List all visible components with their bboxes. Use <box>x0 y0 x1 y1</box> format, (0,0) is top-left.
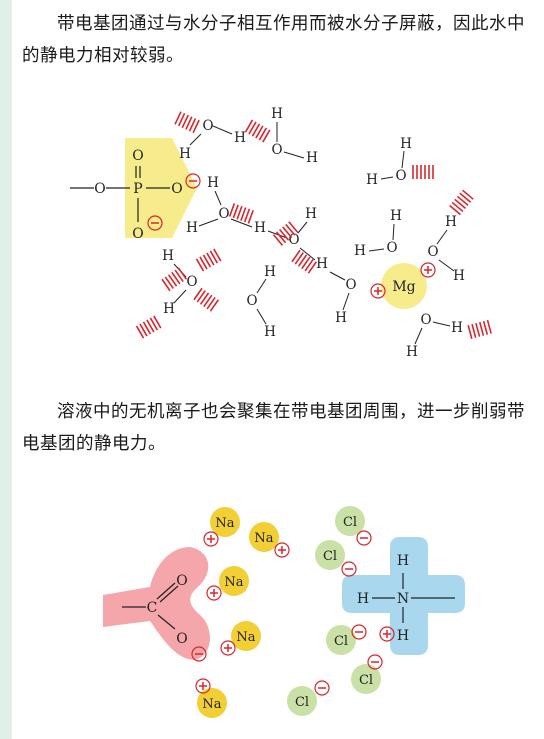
svg-text:O: O <box>271 142 282 158</box>
paragraph-ion-shielding: 溶液中的无机离子也会聚集在带电基团周围，进一步削弱带电基团的静电力。 <box>22 402 525 454</box>
phosphate-oxygen-bottom: O <box>132 226 143 242</box>
svg-text:Na: Na <box>236 630 255 645</box>
svg-text:O: O <box>218 206 229 222</box>
magnesium-label: Mg <box>392 279 415 295</box>
carboxyl-negative-charge <box>191 646 207 662</box>
carbon-atom: C <box>147 600 158 616</box>
mg-positive-charge-left <box>370 283 386 299</box>
ammonium-hydrogen-bottom: H <box>397 628 409 644</box>
svg-text:H: H <box>400 136 412 152</box>
ammonium-group-highlight <box>342 537 465 655</box>
svg-text:O: O <box>202 118 213 134</box>
svg-text:H: H <box>451 320 463 336</box>
svg-text:H: H <box>316 256 328 272</box>
svg-text:Na: Na <box>254 531 273 546</box>
svg-text:H: H <box>445 214 457 230</box>
page-margin-stripe <box>0 0 12 739</box>
sodium-ion-2: Na <box>249 522 290 558</box>
svg-text:Na: Na <box>202 697 221 712</box>
chloride-ion-1: Cl <box>335 506 372 546</box>
svg-text:H: H <box>163 301 175 317</box>
carboxyl-bonds <box>122 582 179 630</box>
sodium-ion-4: Na <box>220 621 261 656</box>
ion-shielding-figure: C O O H N H H Na Na <box>103 506 465 718</box>
mg-positive-charge-top <box>420 262 436 278</box>
chloride-ion-5: Cl <box>287 680 330 716</box>
sodium-ion-3: Na <box>206 566 249 601</box>
sodium-ion-5: Na <box>195 678 227 718</box>
ammonium-hydrogen-top: H <box>397 553 409 569</box>
svg-text:Cl: Cl <box>295 695 309 710</box>
svg-text:O: O <box>420 312 431 328</box>
svg-text:H: H <box>306 150 318 166</box>
chloride-ion-2: Cl <box>315 540 357 577</box>
svg-text:Cl: Cl <box>359 673 373 688</box>
carboxyl-oxygen-top: O <box>176 573 187 589</box>
paragraph-water-shielding: 带电基团通过与水分子相互作用而被水分子屏蔽，因此水中的静电力相对较弱。 <box>22 14 525 66</box>
phosphate-oxygen-top: O <box>132 148 143 164</box>
ester-oxygen: O <box>94 181 105 197</box>
ammonium-bonds <box>372 573 455 623</box>
svg-text:O: O <box>186 274 197 290</box>
chloride-ion-4: Cl <box>351 654 383 694</box>
ammonium-hydrogen-left: H <box>357 591 369 607</box>
svg-text:H: H <box>162 248 174 264</box>
ammonium-positive-charge <box>379 626 395 642</box>
svg-text:H: H <box>354 243 366 259</box>
magnesium-ion <box>381 263 427 309</box>
svg-text:H: H <box>366 172 378 188</box>
svg-text:H: H <box>390 208 402 224</box>
phosphate-negative-charge-bottom <box>147 215 163 231</box>
svg-text:O: O <box>246 293 257 309</box>
phosphate-bonds <box>70 166 170 222</box>
svg-text:H: H <box>207 175 219 191</box>
chloride-ion-3: Cl <box>326 624 367 655</box>
svg-text:H: H <box>453 268 465 284</box>
svg-text:H: H <box>335 310 347 326</box>
svg-text:H: H <box>264 264 276 280</box>
svg-text:H: H <box>271 106 283 122</box>
svg-text:O: O <box>288 232 299 248</box>
svg-text:H: H <box>264 324 276 340</box>
svg-text:O: O <box>386 240 397 256</box>
svg-text:Cl: Cl <box>323 549 337 564</box>
svg-text:H: H <box>179 146 191 162</box>
nitrogen-atom: N <box>397 591 409 607</box>
sodium-ion-1: Na <box>203 507 240 547</box>
svg-text:O: O <box>395 168 406 184</box>
carboxyl-group-highlight <box>103 547 210 660</box>
svg-text:O: O <box>345 277 356 293</box>
phosphate-oxygen-right: O <box>171 181 182 197</box>
carboxyl-oxygen-bottom: O <box>176 631 187 647</box>
svg-text:Cl: Cl <box>343 515 357 530</box>
phosphorus-atom: P <box>133 181 142 197</box>
svg-text:H: H <box>234 130 246 146</box>
svg-text:H: H <box>186 220 198 236</box>
svg-text:Na: Na <box>215 516 234 531</box>
svg-text:Na: Na <box>224 575 243 590</box>
svg-text:Cl: Cl <box>334 634 348 649</box>
svg-text:O: O <box>427 244 438 260</box>
svg-text:H: H <box>406 344 418 360</box>
svg-text:H: H <box>305 206 317 222</box>
phosphate-negative-charge-right <box>185 173 201 189</box>
svg-text:H: H <box>254 220 266 236</box>
